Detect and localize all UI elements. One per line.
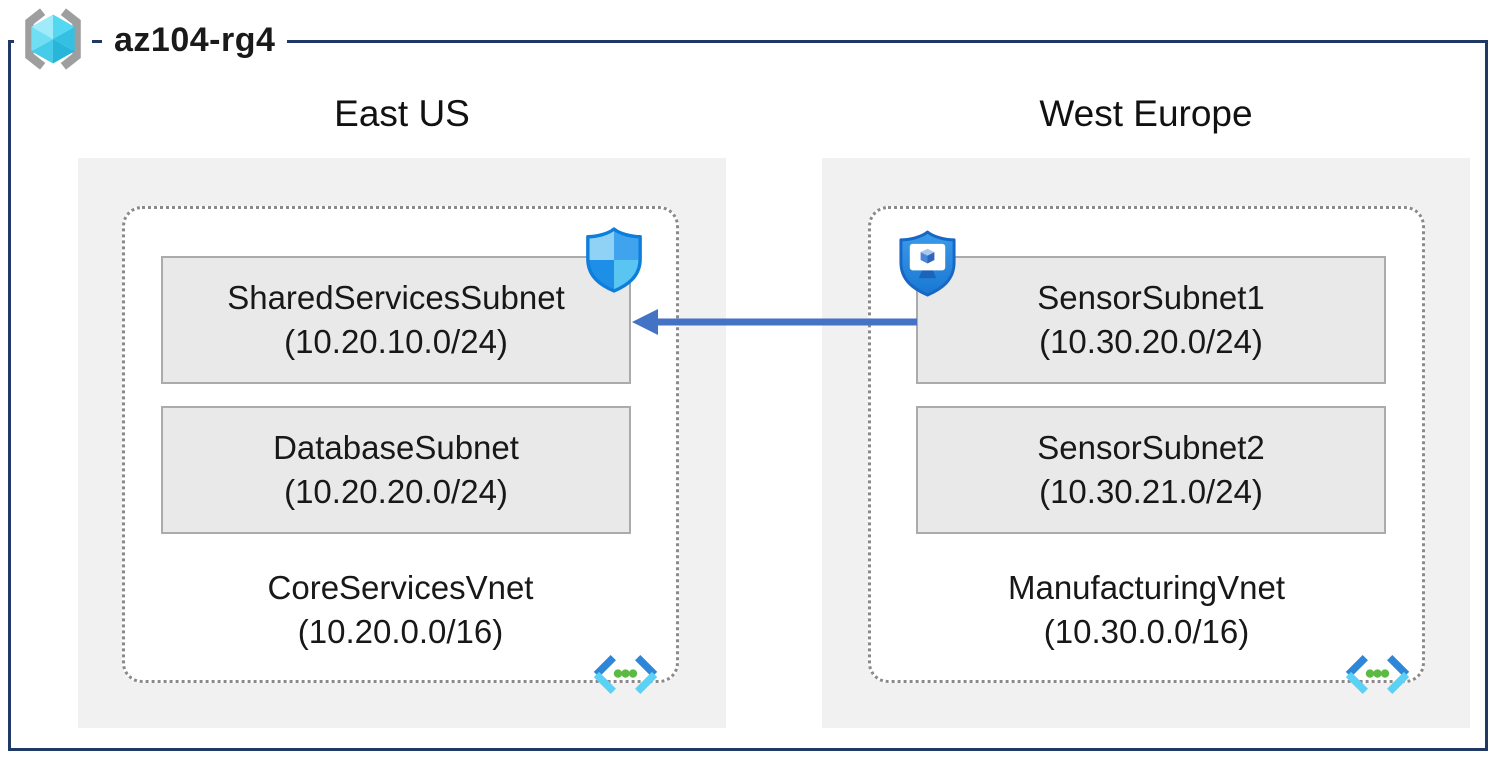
subnet-name: SensorSubnet2 xyxy=(1037,429,1265,466)
subnet-sharedservices: SharedServicesSubnet (10.20.10.0/24) xyxy=(161,256,631,384)
vnet-cidr: (10.20.0.0/16) xyxy=(297,613,504,650)
vnet-label-coreservices: CoreServicesVnet (10.20.0.0/16) xyxy=(122,566,679,654)
subnet-database: DatabaseSubnet (10.20.20.0/24) xyxy=(161,406,631,534)
subnet-name: SensorSubnet1 xyxy=(1037,279,1265,316)
subnet-sensor1: SensorSubnet1 (10.30.20.0/24) xyxy=(916,256,1386,384)
subnet-cidr: (10.30.21.0/24) xyxy=(1039,473,1263,510)
resource-group-border xyxy=(8,40,1488,751)
virtual-network-icon-right xyxy=(1340,652,1415,697)
resource-group-cube-brackets-icon xyxy=(25,8,81,70)
region-label-west-europe: West Europe xyxy=(1039,93,1253,134)
resource-group-icon xyxy=(14,5,92,73)
application-security-group-shield-icon xyxy=(896,229,959,298)
subnet-cidr: (10.20.20.0/24) xyxy=(284,473,508,510)
vnet-label-manufacturing: ManufacturingVnet (10.30.0.0/16) xyxy=(868,566,1425,654)
subnet-name: DatabaseSubnet xyxy=(273,429,519,466)
peering-arrow xyxy=(629,300,919,344)
region-label-east-us: East US xyxy=(334,93,470,134)
resource-group-title: az104-rg4 xyxy=(102,12,288,68)
vnet-cidr: (10.30.0.0/16) xyxy=(1043,613,1250,650)
subnet-cidr: (10.20.10.0/24) xyxy=(284,323,508,360)
subnet-name: SharedServicesSubnet xyxy=(227,279,565,316)
vnet-name: CoreServicesVnet xyxy=(267,569,534,606)
subnet-cidr: (10.30.20.0/24) xyxy=(1039,323,1263,360)
subnet-sensor2: SensorSubnet2 (10.30.21.0/24) xyxy=(916,406,1386,534)
virtual-network-icon-left xyxy=(588,652,663,697)
arrow-left-icon xyxy=(632,309,917,335)
network-security-group-shield-icon xyxy=(583,226,645,294)
vnet-name: ManufacturingVnet xyxy=(1007,569,1285,606)
